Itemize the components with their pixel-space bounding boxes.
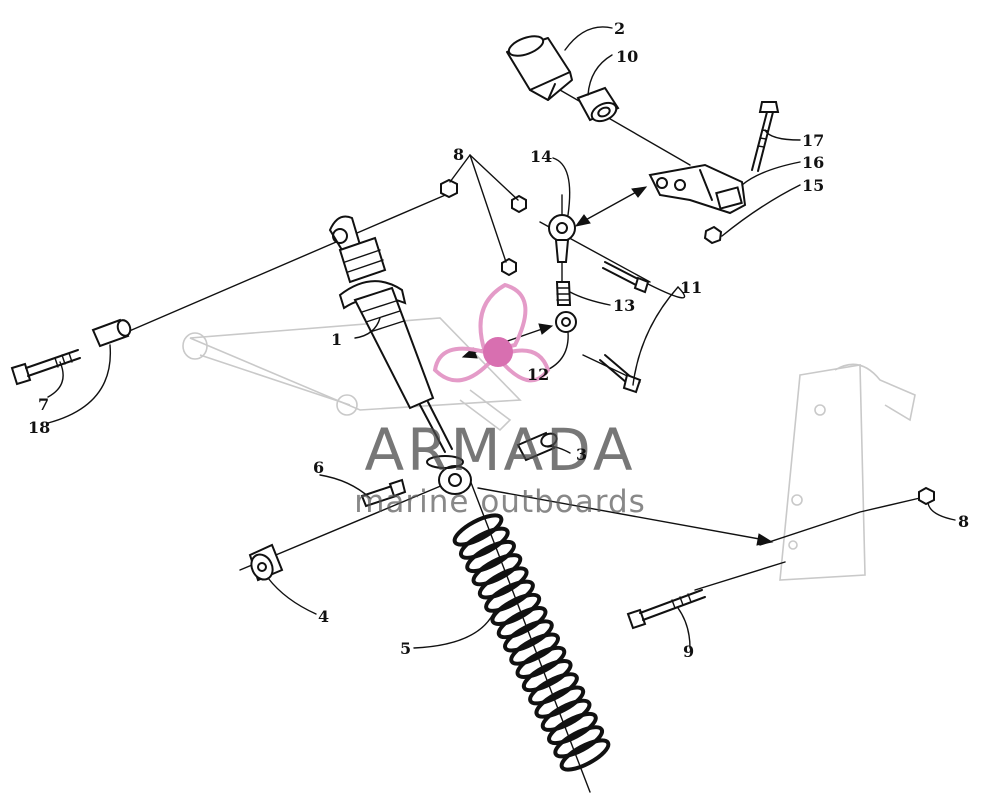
a-frame-ghost <box>182 317 522 432</box>
spring-coil-turn <box>503 619 554 653</box>
callout-12: 12 <box>527 365 549 384</box>
callout-7: 7 <box>38 395 49 414</box>
callout-1: 1 <box>331 330 342 349</box>
logo-hub <box>483 337 513 367</box>
callout-10: 10 <box>616 47 638 66</box>
callout-14: 14 <box>530 147 552 166</box>
part-14-rod-end <box>548 214 576 263</box>
logo-blade-top <box>478 282 528 355</box>
spring-coil-turn <box>471 553 523 587</box>
spring-coil-turn <box>547 711 598 746</box>
part-18-sleeve <box>91 318 132 348</box>
spring-coil-turn <box>490 592 542 626</box>
part-15-nut <box>703 225 723 245</box>
spring-coil-turn <box>540 698 592 732</box>
callout-11: 11 <box>680 278 702 297</box>
spring-coil-turn <box>515 645 567 679</box>
spring-coil-turn <box>458 526 510 560</box>
watermark-tagline: marine outboards <box>354 484 646 520</box>
callout-9: 9 <box>683 642 694 661</box>
shock-lower-eye <box>426 455 472 495</box>
callout-5: 5 <box>400 639 411 658</box>
part-10-bushing <box>576 86 620 123</box>
part-12-ball-joint <box>555 311 577 333</box>
callout-17: 17 <box>802 131 824 150</box>
callout-15: 15 <box>802 176 824 195</box>
callout-6: 6 <box>313 458 324 477</box>
assembly-arrows <box>461 186 774 546</box>
callout-8-right: 8 <box>958 512 969 531</box>
part-2-cylinder-end <box>506 35 573 101</box>
logo-blade-right <box>497 348 551 383</box>
callout-13: 13 <box>613 296 635 315</box>
logo-blade-left <box>432 346 495 383</box>
part-5-coil-spring <box>452 513 611 772</box>
callout-18: 18 <box>28 418 50 437</box>
leader-lines <box>47 26 956 649</box>
part-13-threaded-rod-end <box>555 281 572 306</box>
spring-coil-turn <box>465 539 516 574</box>
part-3-bushing <box>516 431 558 462</box>
callout-labels: 2 10 17 16 15 14 8 11 13 12 1 3 6 4 5 9 … <box>28 19 969 661</box>
part-9-long-bolt <box>626 589 706 630</box>
spring-coil-turn <box>553 725 605 759</box>
spring-coil-turn <box>534 685 586 719</box>
callout-4: 4 <box>318 607 329 626</box>
part-1-shock-absorber <box>328 215 453 453</box>
spring-coil-turn <box>509 632 560 666</box>
spindle-housing-ghost <box>779 363 916 581</box>
spring-coil-turn <box>484 579 535 613</box>
callout-16: 16 <box>802 153 824 172</box>
watermark-brand: ARMADA <box>364 416 635 484</box>
part-11-bolts <box>599 261 650 394</box>
callout-2: 2 <box>614 19 625 38</box>
spring-coil-turn <box>496 606 548 640</box>
part-7-bolt <box>10 349 81 386</box>
callout-3: 3 <box>576 445 587 464</box>
spring-coil-turn <box>528 672 579 706</box>
spring-coil-turn <box>477 566 529 600</box>
part-8-nuts <box>440 178 935 506</box>
armada-logo <box>432 282 551 383</box>
part-16-steering-arm <box>648 163 747 215</box>
spring-coil-turn <box>521 659 573 693</box>
spring-coil-turn <box>452 513 504 547</box>
spring-coil-turn <box>559 738 611 772</box>
part-4-spacer <box>248 543 284 582</box>
callout-8-top: 8 <box>453 145 464 164</box>
part-6-fitting <box>360 478 407 508</box>
